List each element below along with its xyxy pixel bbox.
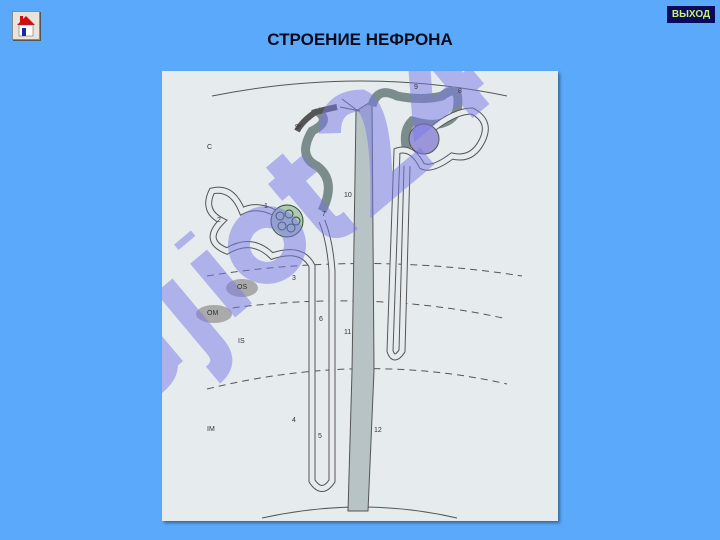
label-9: 9	[414, 84, 418, 91]
exit-button[interactable]: ВЫХОД	[667, 6, 715, 23]
label-7: 7	[322, 211, 326, 218]
label-5: 5	[318, 433, 322, 440]
zone-label-os: OS	[237, 284, 248, 291]
label-11: 11	[344, 329, 352, 336]
home-icon	[17, 16, 35, 37]
label-4: 4	[292, 417, 296, 424]
label-2: 2	[217, 217, 221, 224]
zone-label-om: OM	[207, 310, 219, 317]
label-12: 12	[374, 427, 382, 434]
nephron-diagram: C OS OM IS IM 1 2 3 4 5 6 7 8 9 9* 10 11…	[162, 71, 558, 521]
page-title: СТРОЕНИЕ НЕФРОНА	[267, 30, 453, 49]
home-button[interactable]	[12, 11, 40, 40]
label-9-star: 9*	[295, 124, 302, 131]
zone-label-im: IM	[207, 426, 215, 433]
nephron-drawing	[196, 80, 523, 519]
zone-label-cortex: C	[207, 144, 213, 151]
label-8: 8	[458, 88, 462, 95]
label-3: 3	[292, 275, 296, 282]
label-1: 1	[264, 203, 268, 210]
zone-label-is: IS	[238, 338, 245, 345]
label-10: 10	[344, 192, 352, 199]
label-6: 6	[319, 316, 323, 323]
